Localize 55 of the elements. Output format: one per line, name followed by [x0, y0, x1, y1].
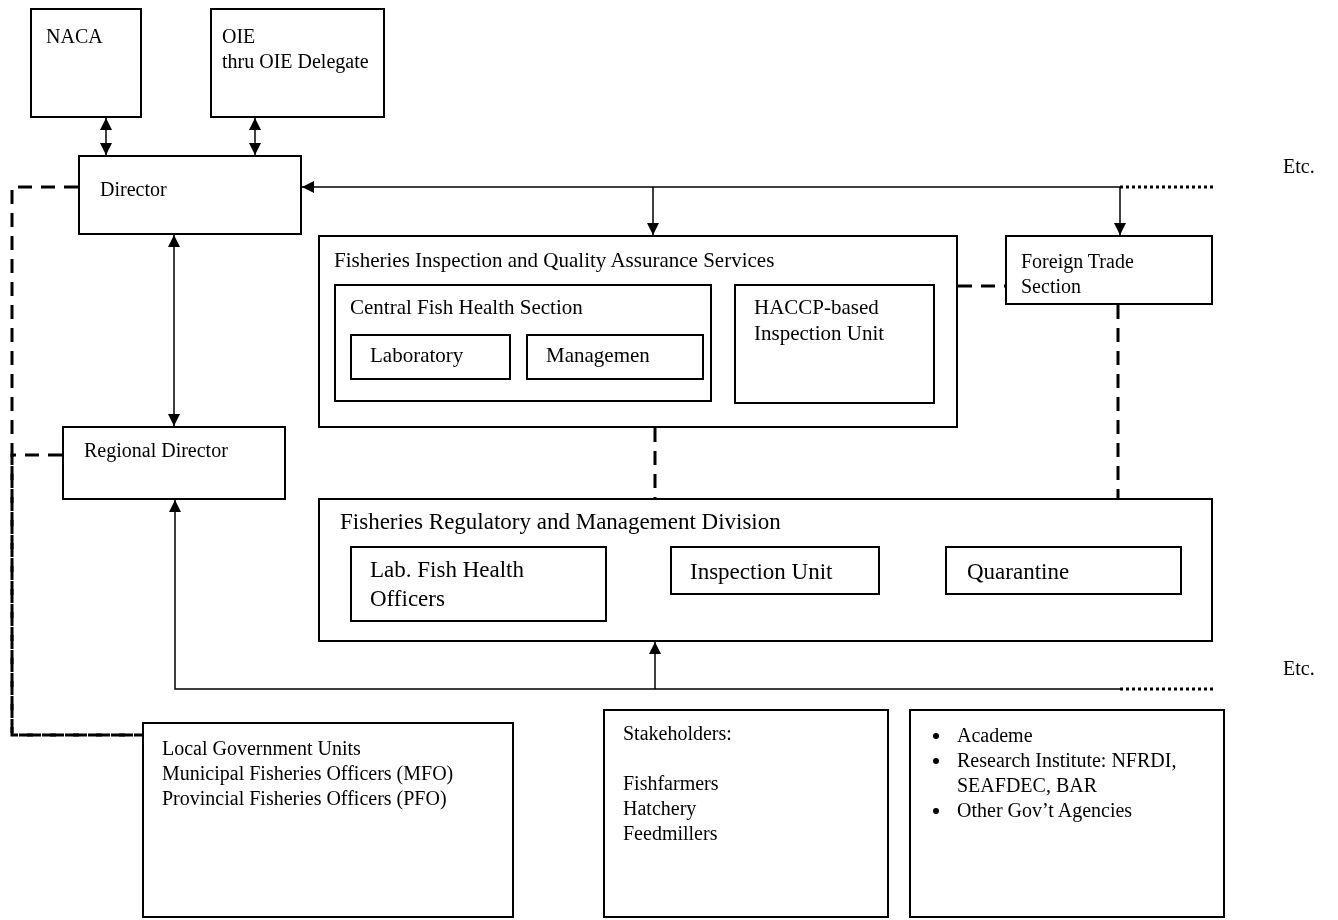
dashed-connector	[10, 185, 142, 737]
office-box	[62, 426, 286, 500]
unit-box	[350, 334, 511, 380]
partner-box	[142, 722, 514, 918]
arrow	[100, 117, 112, 156]
unit-box	[526, 334, 704, 380]
box-text: thru OIE Delegate	[222, 49, 370, 74]
box-title: Foreign Trade Section	[1021, 249, 1135, 299]
box-text: Municipal Fisheries Officers (MFO)	[162, 761, 455, 786]
arrow	[168, 234, 180, 427]
box-title: Inspection Unit	[690, 558, 834, 586]
unit-box	[670, 546, 880, 595]
list-item: Research Institute: NFRDI, SEAFDEC, BAR	[957, 749, 1177, 796]
box-text: Local Government Units	[162, 736, 362, 761]
box-text: Fishfarmers	[623, 771, 720, 796]
office-box	[78, 155, 302, 235]
box-title: Central Fish Health Section	[350, 294, 584, 321]
box-title: HACCP-based Inspection Unit	[754, 294, 886, 347]
box-text: Feedmillers	[623, 821, 719, 846]
stakeholder-box	[603, 709, 889, 918]
division-box	[318, 498, 1213, 642]
box-text: OIE	[222, 24, 257, 49]
unit-box	[734, 284, 935, 404]
continuation-note: Etc.	[1283, 657, 1315, 680]
organization-box	[30, 8, 142, 118]
box-title: Fisheries Inspection and Quality Assurance Services	[334, 247, 776, 274]
arrow	[647, 186, 659, 236]
partner-box	[909, 709, 1225, 918]
arrow	[1114, 186, 1126, 236]
dashed-connector	[653, 428, 657, 498]
box-title: Lab. Fish Health Officers	[370, 556, 525, 613]
list-item: Academe	[957, 724, 1033, 746]
list-item: Other Gov’t Agencies	[957, 799, 1133, 821]
section-box	[334, 284, 712, 402]
arrow	[301, 181, 1121, 193]
box-title: Regional Director	[84, 438, 229, 463]
box-title: Managemen	[546, 342, 651, 369]
box-text: Provincial Fisheries Officers (PFO)	[162, 786, 448, 811]
box-title: Director	[100, 177, 168, 202]
continuation-note: Etc.	[1283, 155, 1315, 178]
arrow	[169, 499, 1121, 690]
unit-box	[945, 546, 1182, 595]
box-title: Quarantine	[967, 558, 1071, 586]
box-text: Hatchery	[623, 796, 698, 821]
services-box	[318, 235, 958, 428]
arrow	[249, 117, 261, 156]
section-box	[1005, 235, 1213, 305]
unit-box	[350, 546, 607, 622]
box-title: NACA	[46, 24, 104, 49]
box-title: Fisheries Regulatory and Management Division	[340, 508, 782, 536]
dashed-connector	[1116, 305, 1120, 498]
box-title: Stakeholders:	[623, 721, 733, 746]
arrow	[649, 641, 661, 690]
box-title: Laboratory	[370, 342, 465, 369]
organization-box	[210, 8, 385, 118]
